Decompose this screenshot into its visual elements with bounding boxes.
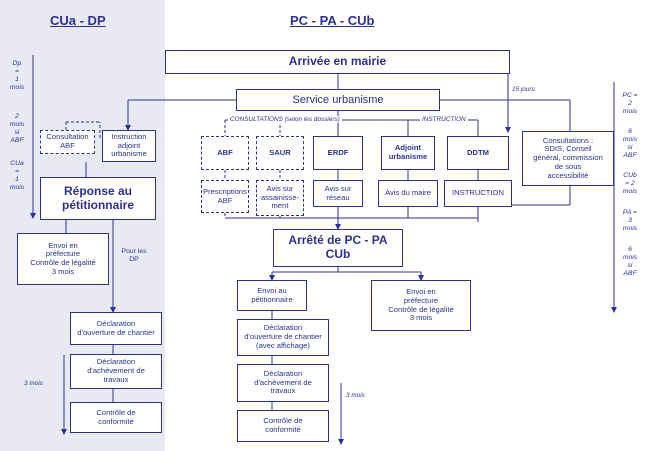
label-trois-mois: 3 mois [346,392,365,399]
label-consultations: CONSULTATIONS (selon les dossiers) [228,116,342,123]
box-service-urbanisme: Service urbanisme [236,89,440,111]
header-right: PC - PA - CUb [290,13,375,28]
label-instruction: INSTRUCTION [420,116,468,123]
label-15-jours: 15 jours [512,86,535,93]
box-ddtm: DDTM [447,136,509,170]
sidebar-three-months: 3 mois [24,380,43,387]
box-saur: SAUR [256,136,304,170]
box-avis-maire: Avis du maire [378,180,438,207]
header-left: CUa - DP [50,13,106,28]
box-consultations-right: Consultations :SDIS, Conseil général, co… [522,131,614,186]
box-arrivee-mairie: Arrivée en mairie [165,50,510,74]
box-abf: ABF [201,136,249,170]
box-erdf: ERDF [313,136,363,170]
box-instruction: INSTRUCTION [444,180,512,207]
